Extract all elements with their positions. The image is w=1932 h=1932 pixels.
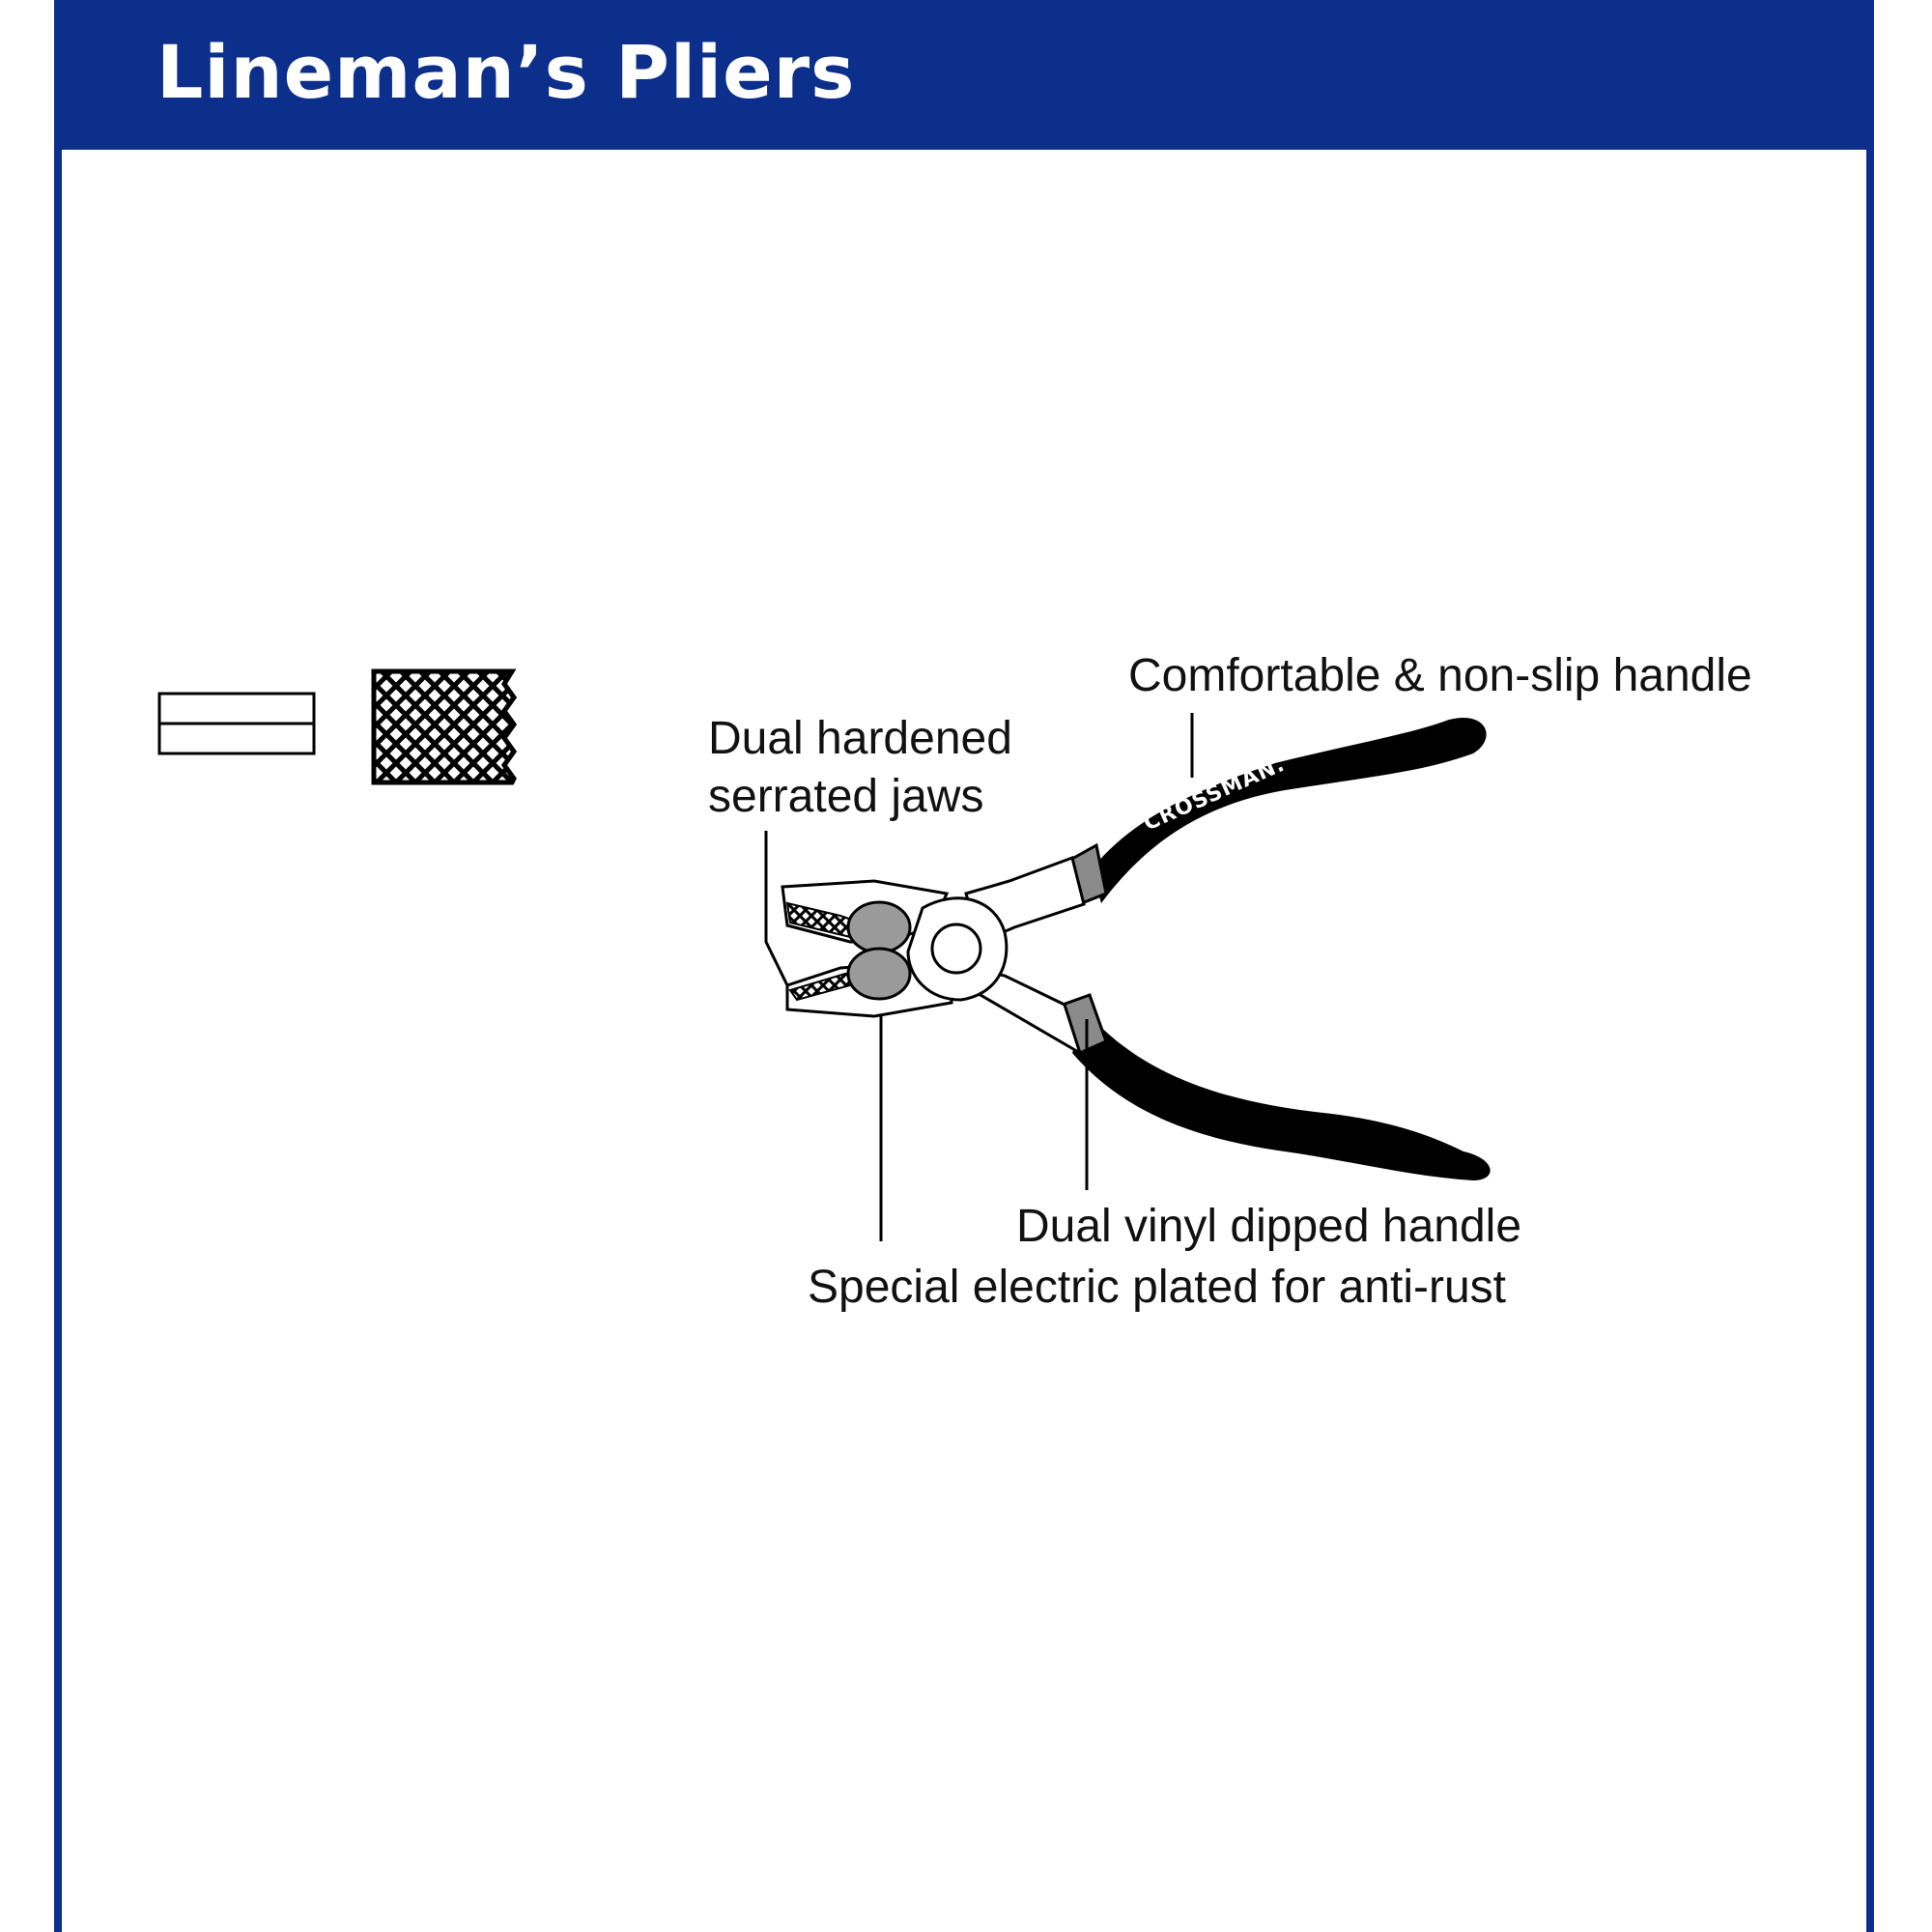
cutter-lower — [846, 947, 912, 1001]
callout-plating: Special electric plated for anti-rust — [808, 1262, 1506, 1313]
pliers-brand-logo: CROSSMAN. — [1140, 753, 1289, 837]
serrated-jaw-icon — [371, 668, 518, 785]
pliers-illustration: CROSSMAN. — [781, 718, 1491, 1180]
header-bar: Lineman’s Pliers — [54, 0, 1874, 150]
page-title: Lineman’s Pliers — [156, 29, 856, 115]
callout-vinyl-handle: Dual vinyl dipped handle — [1016, 1201, 1521, 1252]
lower-handle-grip — [1072, 1012, 1491, 1180]
callout-comfort-handle: Comfortable & non-slip handle — [1128, 650, 1752, 701]
pivot-rivet — [930, 923, 982, 975]
leader-jaws — [764, 831, 789, 986]
callout-jaws-line1: Dual hardened — [708, 713, 1012, 764]
smooth-jaw-icon — [157, 692, 316, 755]
cutter-upper — [846, 900, 912, 954]
upper-handle-grip — [1092, 718, 1487, 903]
callout-jaws-line2: serrated jaws — [708, 771, 983, 822]
